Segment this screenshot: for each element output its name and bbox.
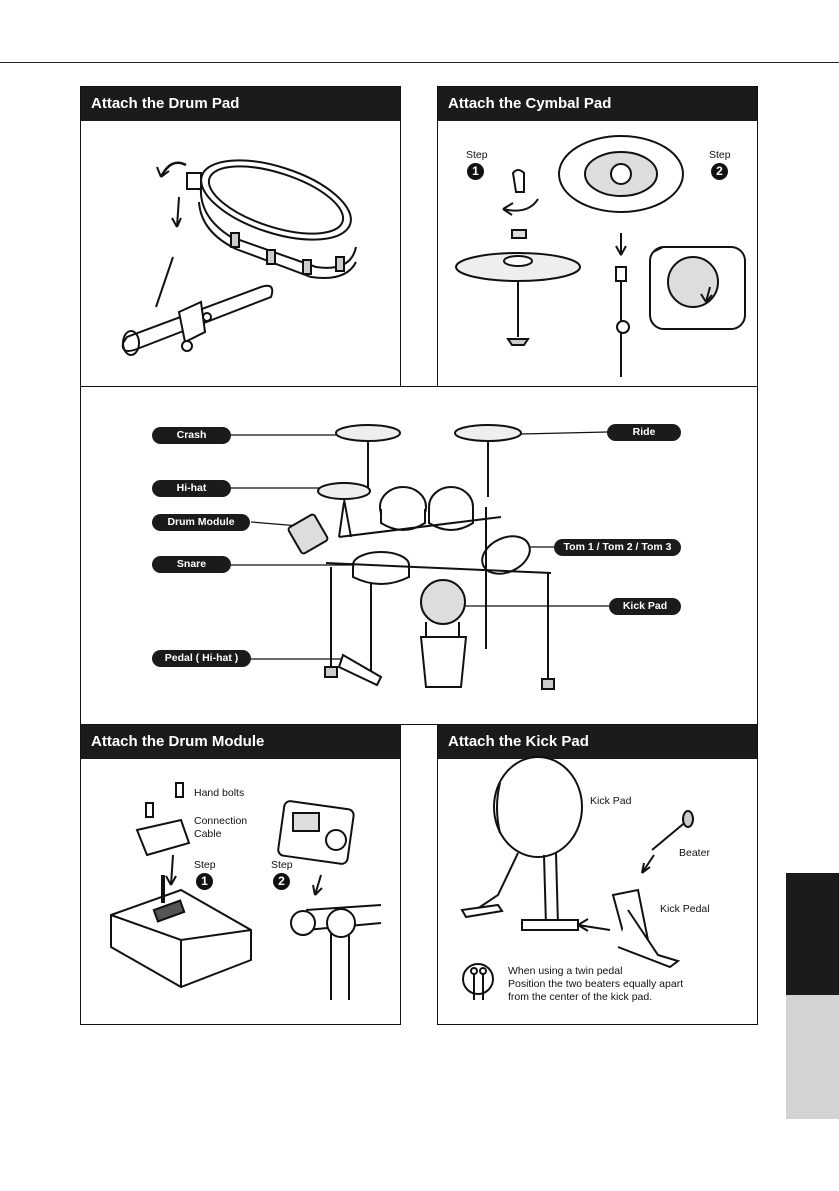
label-hihat: Hi-hat: [152, 480, 231, 497]
kick-pedal-callout: Kick Pedal: [660, 903, 710, 915]
cymbal-pad-panel: Attach the Cymbal Pad Step 1 Step 2: [437, 86, 758, 387]
label-snare: Snare: [152, 556, 231, 573]
section-tab-light: [786, 995, 839, 1119]
label-pedal-hihat: Pedal ( Hi-hat ): [152, 650, 251, 667]
label-ride: Ride: [607, 424, 681, 441]
drum-pad-title: Attach the Drum Pad: [81, 87, 400, 121]
drum-pad-panel: Attach the Drum Pad: [80, 86, 401, 387]
cymbal-step2-number: 2: [711, 163, 728, 180]
twin-pedal-line-1: When using a twin pedal: [508, 965, 623, 977]
kit-overview-panel: Crash Ride Hi-hat Drum Module Snare Tom …: [80, 386, 758, 725]
module-step2-label: Step: [271, 859, 293, 871]
cymbal-step1-label: Step: [466, 149, 488, 161]
module-step1-number: 1: [196, 873, 213, 890]
connection-cable-label-1: Connection: [194, 815, 248, 827]
cymbal-pad-title: Attach the Cymbal Pad: [438, 87, 757, 121]
drum-module-panel: Attach the Drum Module Hand bolts Connec…: [80, 724, 401, 1025]
module-step2-number: 2: [273, 873, 290, 890]
label-drum-module: Drum Module: [152, 514, 250, 531]
connection-cable-label-2: Cable: [194, 828, 222, 840]
drum-kit-illustration: [231, 424, 609, 690]
twin-pedal-line-2: Position the two beaters equally apart: [508, 978, 684, 990]
hand-bolts-label: Hand bolts: [194, 787, 245, 799]
drum-module-illustration: [110, 782, 382, 1000]
kick-pad-title: Attach the Kick Pad: [438, 725, 757, 759]
top-rule: [0, 62, 839, 63]
cymbal-step1-number: 1: [467, 163, 484, 180]
drum-pad-illustration: [121, 159, 357, 356]
cymbal-pad-illustration: [455, 135, 746, 377]
label-crash: Crash: [152, 427, 231, 444]
section-tab-dark: [786, 873, 839, 995]
kick-pad-callout: Kick Pad: [590, 795, 632, 807]
module-step1-label: Step: [194, 859, 216, 871]
cymbal-step2-label: Step: [709, 149, 731, 161]
drum-module-title: Attach the Drum Module: [81, 725, 400, 759]
kick-pad-panel: Attach the Kick Pad Kick Pad Beater Kick…: [437, 724, 758, 1025]
label-toms: Tom 1 / Tom 2 / Tom 3: [554, 539, 681, 556]
kick-pad-illustration: [460, 756, 694, 1000]
beater-callout: Beater: [679, 847, 710, 859]
label-kick-pad: Kick Pad: [609, 598, 681, 615]
twin-pedal-line-3: from the center of the kick pad.: [508, 991, 653, 1003]
